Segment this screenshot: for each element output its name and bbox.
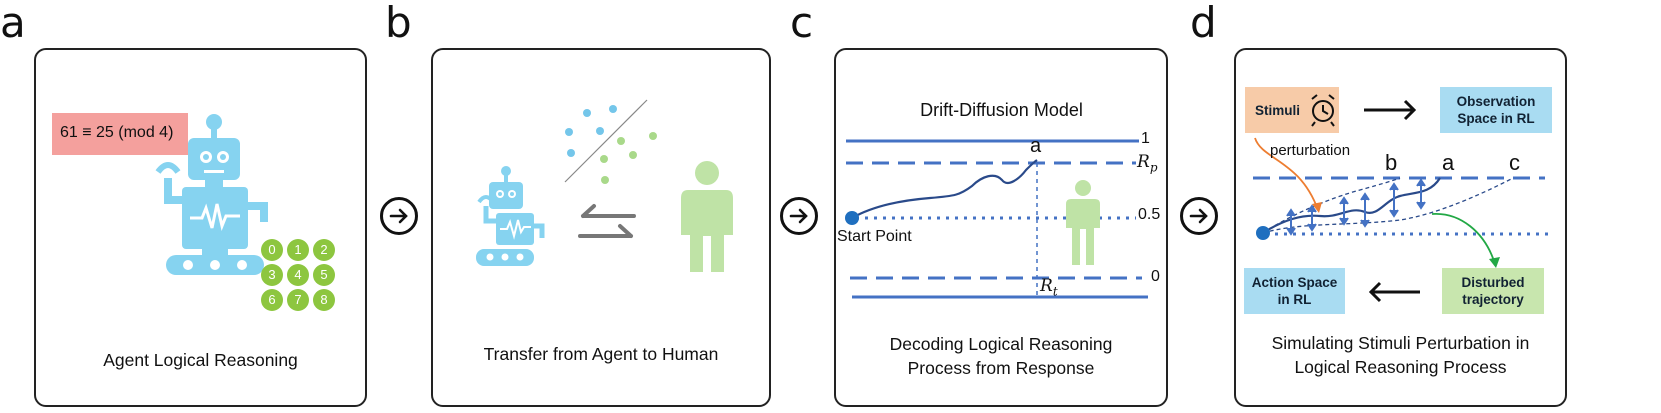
panel-label-a: a [0,0,26,47]
evidence-trajectory [851,159,1038,219]
arrowhead [1312,202,1322,213]
trajectory-b-label: b [1385,150,1398,175]
action-space-label: Action Space in RL [1251,275,1338,307]
left-arrow-icon [1368,281,1420,303]
keypad-key: 2 [313,239,335,261]
next-arrow-icon [1180,197,1218,235]
keypad-key: 3 [261,264,283,286]
observation-space-label: Observation Space in RL [1456,94,1536,126]
next-arrow-icon [380,197,418,235]
panel-c-frame [834,48,1168,407]
panel-b-caption: Transfer from Agent to Human [483,344,719,364]
equation-box [52,113,188,155]
robot-data-points [565,105,617,157]
keypad-key: 6 [261,289,283,311]
keypad-key: 4 [287,264,309,286]
panel-label-c: c [790,0,814,47]
number-keypad: 0 1 2 3 4 5 6 7 8 [261,239,365,315]
rp-sub: p [1149,160,1158,175]
start-point-marker [1256,226,1270,240]
trajectory-a [1262,177,1441,234]
panel-c-caption: Decoding Logical Reasoning Process from … [834,332,1168,380]
keypad-key: 8 [313,289,335,311]
start-point-label: Start Point [837,228,912,245]
panel-label-b: b [385,0,412,47]
point-a-label: a [1030,135,1042,157]
panel-c-caption-line2: Process from Response [907,358,1095,378]
human-data-points [600,132,657,184]
panel-label-d: d [1190,0,1217,47]
stimuli-perturbation-arrow [1254,137,1319,211]
bidirectional-arrows-icon [578,204,636,238]
perturbation-arrows [1286,178,1426,236]
trajectory-a-label: a [1442,150,1455,175]
rt-label: Rt [1040,276,1058,298]
keypad-key: 5 [313,264,335,286]
level-05-label: 0.5 [1138,206,1161,223]
robot-icon [476,166,545,266]
rt-main: R [1040,276,1053,296]
panel-c-caption-line1: Decoding Logical Reasoning [889,334,1113,354]
level-1-label: 1 [1141,130,1150,147]
trajectory-c-label: c [1509,150,1520,175]
start-point-marker [845,211,859,225]
keypad-key: 7 [287,289,309,311]
ddm-title: Drift-Diffusion Model [920,100,1083,120]
robot-icon [155,114,268,275]
level-0-label: 0 [1151,268,1160,285]
disturbed-trajectory-arrow [1431,213,1496,265]
alarm-clock-icon [1311,94,1335,127]
trajectory-c [1262,177,1514,234]
panel-d-caption: Simulating Stimuli Perturbation in Logic… [1234,331,1567,379]
observation-space-box: Observation Space in RL [1440,87,1552,133]
rp-label: Rp [1137,152,1158,174]
perturbation-label: perturbation [1270,142,1351,159]
decision-boundary [564,99,648,183]
stimuli-label: Stimuli [1255,102,1301,118]
disturbed-trajectory-box: Disturbed trajectory [1442,268,1544,314]
equation-text: 61 ≡ 25 (mod 4) [60,124,174,141]
keypad-key: 1 [287,239,309,261]
rp-main: R [1137,152,1150,172]
trajectory-b [1262,177,1401,234]
disturbed-trajectory-label: Disturbed trajectory [1461,275,1525,307]
panel-d-caption-line2: Logical Reasoning Process [1294,357,1507,377]
arrowhead [1489,257,1500,268]
panel-a-caption: Agent Logical Reasoning [103,350,298,370]
person-icon [681,161,733,272]
person-icon [1066,180,1100,265]
next-arrow-icon [780,197,818,235]
keypad-key: 0 [261,239,283,261]
right-arrow-icon [1364,99,1417,121]
action-space-box: Action Space in RL [1244,268,1345,314]
rt-sub: t [1052,284,1058,299]
panel-d-caption-line1: Simulating Stimuli Perturbation in [1271,333,1530,353]
